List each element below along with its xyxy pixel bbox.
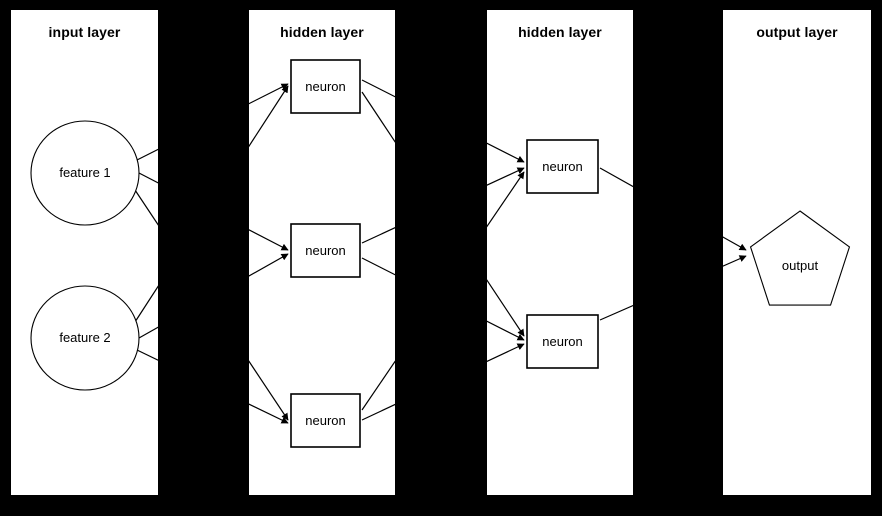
gap-mask-gap-1 xyxy=(158,0,249,516)
node-output-node[interactable] xyxy=(749,210,851,306)
layer-title-hidden-2: hidden layer xyxy=(518,24,602,40)
layer-title-input: input layer xyxy=(48,24,121,40)
node-feature-2[interactable] xyxy=(30,285,140,391)
gap-mask-gap-2 xyxy=(395,0,487,516)
nodes-group xyxy=(30,59,851,448)
gap-mask-gap-3 xyxy=(633,0,723,516)
layer-title-hidden-1: hidden layer xyxy=(280,24,364,40)
node-h1-neuron-1[interactable] xyxy=(290,59,361,114)
node-h1-neuron-3[interactable] xyxy=(290,393,361,448)
node-feature-1[interactable] xyxy=(30,120,140,226)
node-h2-neuron-1[interactable] xyxy=(526,139,599,194)
node-h1-neuron-2[interactable] xyxy=(290,223,361,278)
node-h2-neuron-2[interactable] xyxy=(526,314,599,369)
layer-panel-input xyxy=(11,10,158,495)
layer-panel-hidden-2 xyxy=(487,10,633,495)
layer-title-output: output layer xyxy=(756,24,838,40)
